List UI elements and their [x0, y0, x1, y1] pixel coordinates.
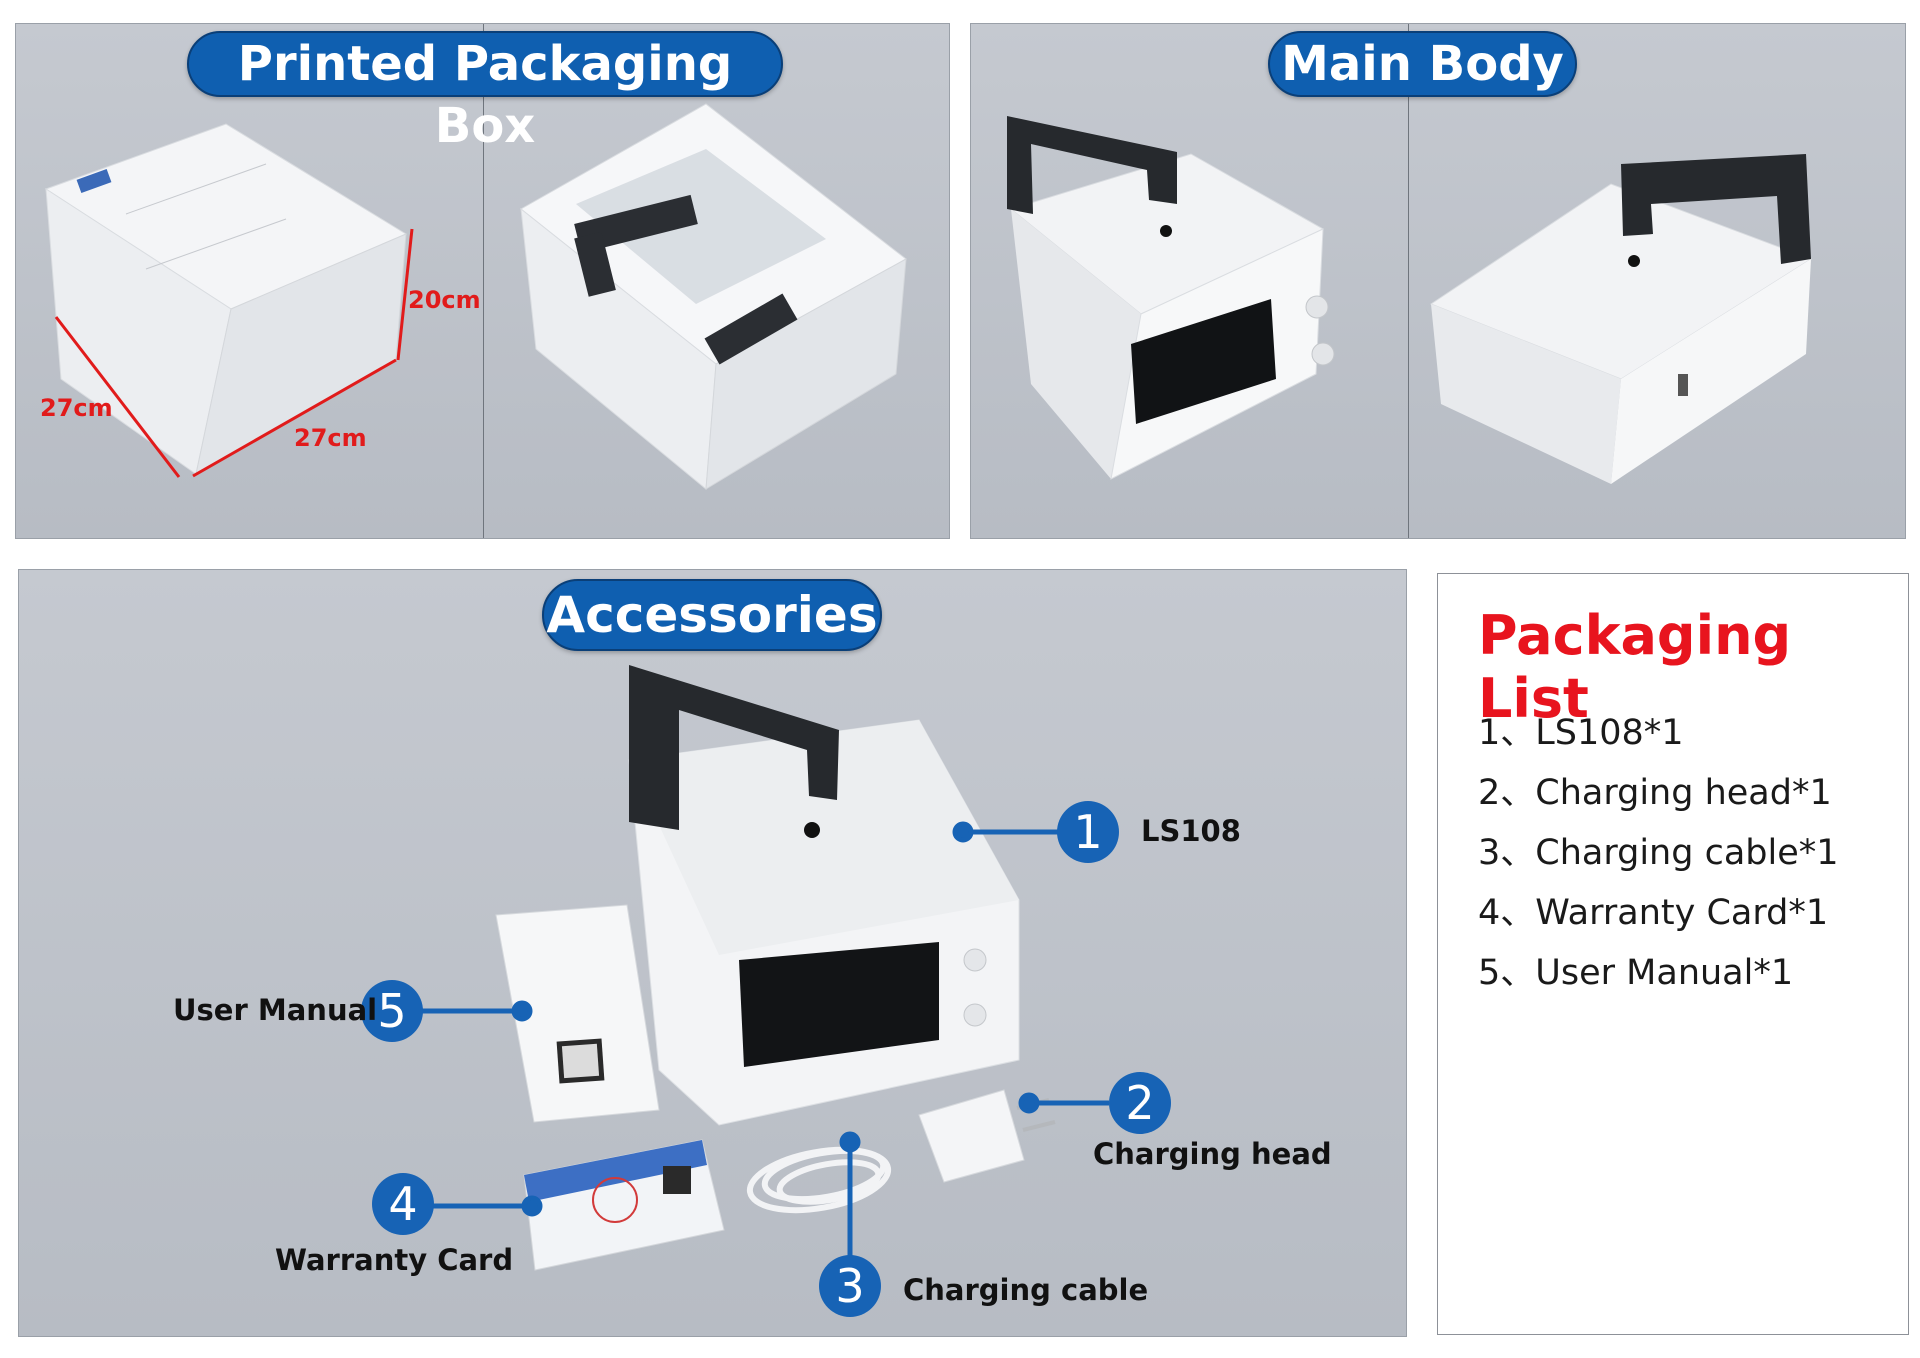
callout-number-2: 2: [1109, 1072, 1171, 1134]
packaging-list-item: 5、User Manual*1: [1478, 953, 1794, 993]
packaging-list-panel: Packaging List 1、LS108*1 2、Charging head…: [1437, 573, 1909, 1335]
callout-label-warranty-card: Warranty Card: [275, 1243, 514, 1277]
depth-dimension-label: 27cm: [40, 394, 113, 422]
packaging-list-title: Packaging List: [1478, 604, 1792, 730]
panel-divider: [1408, 24, 1409, 538]
accessories-photo: [392, 665, 1109, 1271]
packaging-box-title: Printed Packaging Box: [187, 31, 783, 154]
charging-head-photo: [918, 1089, 1056, 1183]
panel-divider: [483, 24, 484, 538]
packaging-box-photos: [44, 103, 907, 490]
callout-label-charging-cable: Charging cable: [903, 1273, 1149, 1307]
packaging-list-item: 3、Charging cable*1: [1478, 833, 1839, 873]
accessories-panel: Accessories 1 LS108 2 Charging head 3 Ch…: [18, 569, 1407, 1337]
width-dimension-label: 27cm: [294, 424, 367, 452]
main-body-photos: [1007, 116, 1813, 484]
callout-number-4: 4: [372, 1173, 434, 1235]
open-box-illustration: [520, 103, 907, 490]
device-ls108-photo: [628, 665, 1020, 1126]
callout-number-5: 5: [361, 980, 423, 1042]
main-body-title: Main Body: [1268, 31, 1577, 97]
main-body-panel: Main Body: [970, 23, 1906, 539]
callout-label-user-manual: User Manual: [173, 993, 378, 1027]
callout-label-charging-head: Charging head: [1093, 1137, 1332, 1171]
packaging-list-item: 4、Warranty Card*1: [1478, 893, 1829, 933]
callout-number-1: 1: [1057, 801, 1119, 863]
packaging-list-item: 1、LS108*1: [1478, 713, 1684, 753]
packaging-list-item: 2、Charging head*1: [1478, 773, 1832, 813]
height-dimension-label: 20cm: [408, 286, 481, 314]
packaging-box-panel: Printed Packaging Box 20cm 27cm 27cm: [15, 23, 950, 539]
user-manual-photo: [495, 904, 660, 1123]
device-front-view: [1007, 116, 1335, 480]
charging-cable-photo: [746, 1146, 892, 1214]
warranty-card-photo: [523, 1139, 725, 1271]
closed-box-illustration: [44, 123, 408, 475]
accessories-title: Accessories: [542, 579, 882, 651]
callout-number-3: 3: [819, 1255, 881, 1317]
callout-label-ls108: LS108: [1141, 814, 1241, 848]
device-rear-view: [1429, 154, 1813, 484]
